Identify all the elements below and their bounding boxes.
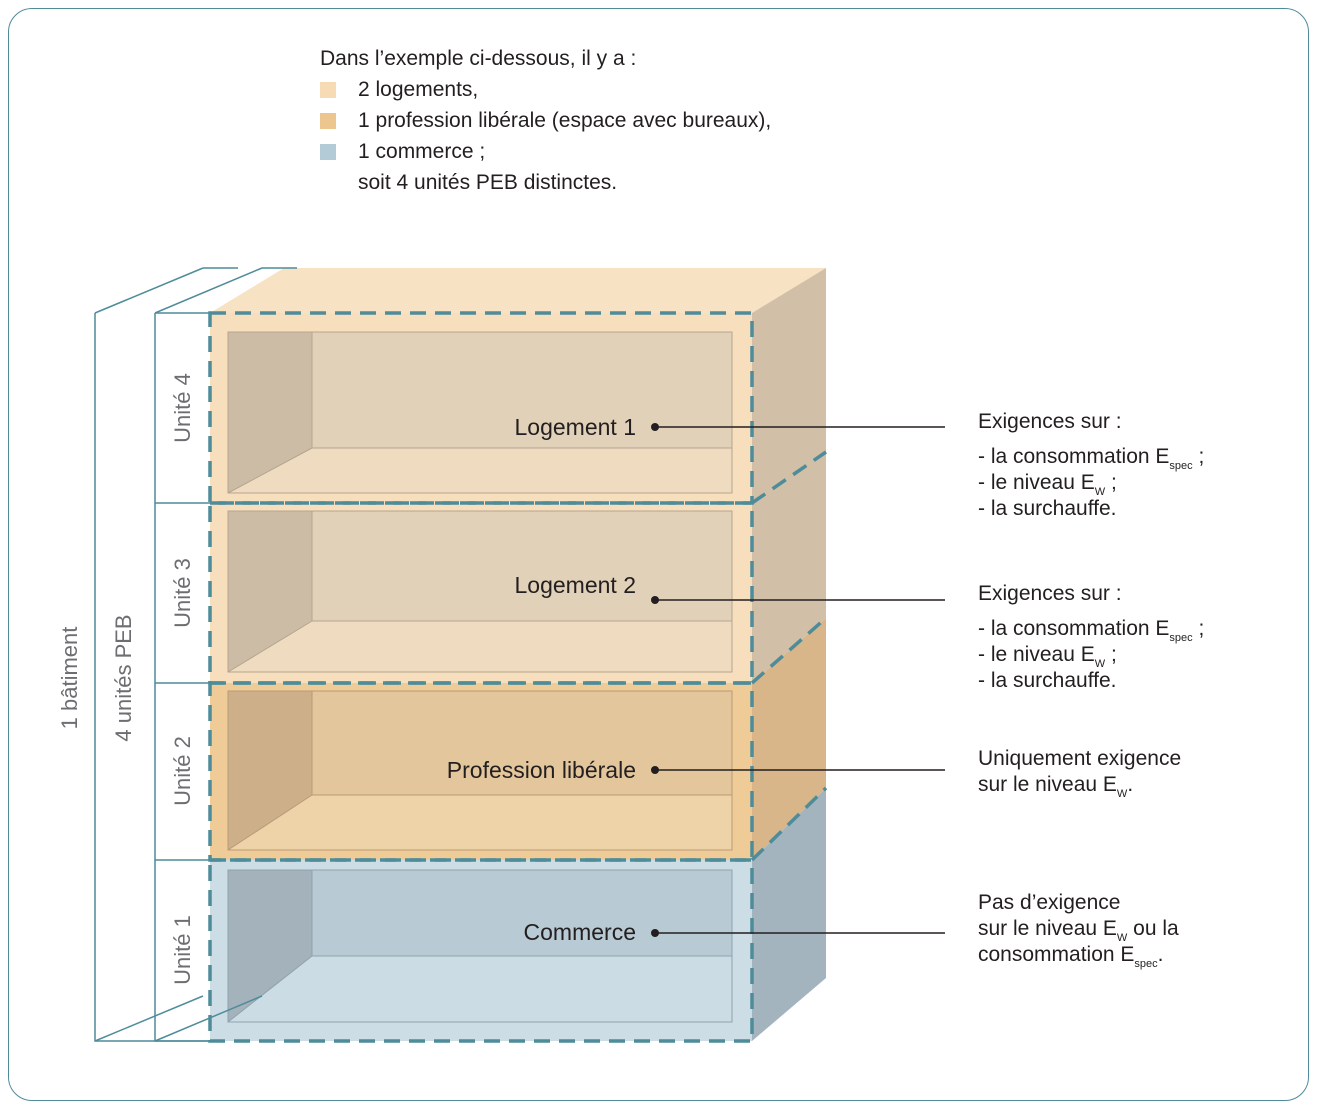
unit-3-left-wall: [228, 511, 312, 672]
legend-swatch-commerce: [320, 144, 336, 160]
room-label-profession: Profession libérale: [446, 757, 636, 783]
req-2-line-3: - la surchauffe.: [978, 669, 1117, 692]
unit-1-left-wall: [228, 870, 312, 1022]
units-bracket-diagonal-bottom: [154, 995, 263, 1042]
unit-2-back-wall: [312, 691, 732, 795]
building-side-lower: [752, 788, 826, 1041]
req-2-line-1: - la consommation Espec ;: [978, 617, 1205, 644]
req-3-line-1: Uniquement exigence: [978, 747, 1182, 770]
unit-3-room-outline: [227, 510, 733, 673]
unit-2-left-wall: [228, 691, 312, 850]
req-1-title: Exigences sur :: [978, 410, 1122, 433]
unit-1-room-outline: [227, 869, 733, 1023]
unit-1-floor: [228, 956, 732, 1022]
req-2-line-2: - le niveau EW ;: [978, 643, 1117, 670]
unit-1-boundary: [208, 858, 754, 1043]
building-top-face: [210, 268, 826, 313]
legend-item-profession: 1 profession libérale (espace avec burea…: [320, 105, 771, 136]
side-boundary-2-1: [750, 786, 828, 862]
leader-dot-commerce: [651, 929, 659, 937]
unit-2-label: Unité 2: [170, 736, 195, 806]
leader-dot-profession: [651, 766, 659, 774]
side-boundary-3-2: [750, 616, 828, 685]
unit-2-floor: [228, 795, 732, 850]
unit-4-room-outline: [227, 331, 733, 494]
legend-label-logements: 2 logements,: [358, 78, 479, 101]
unit-1-edge: [227, 955, 313, 1023]
req-1-line-3: - la surchauffe.: [978, 497, 1117, 520]
legend-swatch-profession: [320, 113, 336, 129]
building-side-upper: [752, 268, 826, 683]
requirements-logement-1: Exigences sur : - la consommation Espec …: [978, 409, 1204, 522]
unit-3-back-wall: [312, 511, 732, 621]
req-4-line-1: Pas d’exigence: [978, 891, 1121, 914]
legend-label-commerce: 1 commerce ;: [358, 140, 486, 163]
unit-4-edge: [227, 447, 313, 494]
units-peb-label: 4 unités PEB: [111, 614, 136, 742]
unit-boundaries: [208, 311, 828, 1043]
room-label-logement-2: Logement 2: [514, 572, 636, 598]
intro-heading: Dans l’exemple ci-dessous, il y a :: [320, 47, 637, 70]
legend-item-commerce: 1 commerce ;: [320, 136, 771, 167]
unit-3-boundary: [208, 501, 754, 685]
room-label-commerce: Commerce: [523, 919, 636, 945]
building-label: 1 bâtiment: [57, 626, 82, 730]
req-1-line-1: - la consommation Espec ;: [978, 445, 1205, 472]
units-bracket: [154, 267, 297, 1042]
unit-4-left-wall: [228, 332, 312, 493]
req-2-title: Exigences sur :: [978, 582, 1122, 605]
building-bracket-diagonal-bottom: [94, 995, 204, 1042]
leader-lines: [655, 426, 945, 934]
leader-dot-logement-1: [651, 423, 659, 431]
room-label-logement-1: Logement 1: [514, 414, 636, 440]
unit-1-label: Unité 1: [170, 915, 195, 985]
intro-summary: soit 4 unités PEB distinctes.: [320, 167, 771, 198]
unit-4-floor: [228, 448, 732, 493]
legend-swatch-logements: [320, 82, 336, 98]
unit-3-edge: [227, 620, 313, 673]
units-bracket-diagonal-top: [154, 267, 263, 314]
building-bracket-diagonal-top: [94, 267, 204, 314]
intro-legend: Dans l’exemple ci-dessous, il y a : 2 lo…: [320, 43, 771, 198]
unit-2-boundary: [208, 681, 754, 862]
building-side-middle: [752, 618, 826, 860]
legend-label-profession: 1 profession libérale (espace avec burea…: [358, 109, 772, 132]
legend-item-logements: 2 logements,: [320, 74, 771, 105]
unit-4-boundary: [208, 311, 754, 505]
unit-4-label: Unité 4: [170, 373, 195, 443]
unit-3-floor: [228, 621, 732, 672]
req-3-line-2: sur le niveau EW.: [978, 773, 1134, 800]
unit-1-back-wall: [312, 870, 732, 956]
leader-dot-logement-2: [651, 596, 659, 604]
unit-2-edge: [227, 794, 313, 851]
requirements-commerce: Pas d’exigence sur le niveau EW ou la co…: [978, 890, 1179, 970]
req-4-line-2: sur le niveau EW ou la: [978, 917, 1179, 944]
requirements-logement-2: Exigences sur : - la consommation Espec …: [978, 581, 1204, 694]
req-4-line-3: consommation Espec.: [978, 943, 1164, 970]
side-boundary-4-3: [751, 450, 827, 505]
unit-4-back-wall: [312, 332, 732, 448]
leader-dots: [651, 423, 659, 937]
intro-summary-text: soit 4 unités PEB distinctes.: [358, 171, 618, 194]
unit-3-label: Unité 3: [170, 558, 195, 628]
requirements-profession: Uniquement exigence sur le niveau EW.: [978, 746, 1182, 800]
req-1-line-2: - le niveau EW ;: [978, 471, 1117, 498]
